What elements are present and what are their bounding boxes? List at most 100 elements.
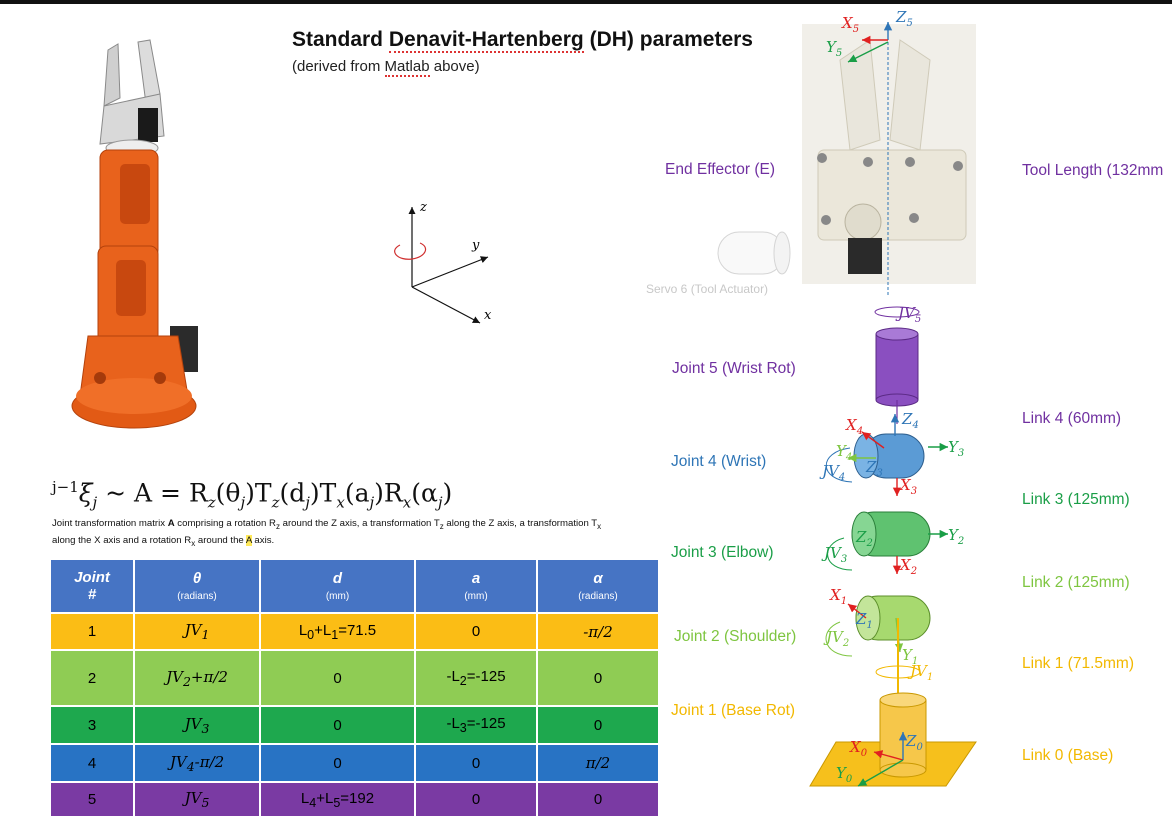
joint2-cylinder <box>855 595 931 641</box>
formula-sub-j2: j <box>305 493 310 512</box>
cell-joint: 1 <box>49 612 135 651</box>
header-a-unit: (mm) <box>464 591 488 602</box>
header-a: a (mm) <box>414 558 538 614</box>
formula-sub-j1: j <box>240 493 246 512</box>
label-joint5: Joint 5 (Wrist Rot) <box>672 360 796 377</box>
formula-lhs-sup: j−1 <box>52 478 79 496</box>
svg-text:Z5: Z5 <box>895 8 913 29</box>
svg-text:Y3: Y3 <box>948 438 964 459</box>
a-sub: 2 <box>459 674 467 688</box>
note-part6: around the <box>195 534 246 546</box>
gripper-shape <box>99 39 165 157</box>
note-part2: comprising a rotation R <box>174 518 276 529</box>
cell-a: -L3=-125 <box>414 705 538 745</box>
a-pre: -L <box>446 715 460 732</box>
cell-a: 0 <box>414 612 538 651</box>
formula-lhs-sub: j <box>92 493 98 512</box>
label-link4: Link 4 (60mm) <box>1022 410 1122 427</box>
theta-jv: JV <box>184 789 202 807</box>
theta-sub: 4 <box>186 758 195 774</box>
a-suffix: =-125 <box>466 715 506 732</box>
note-sub-z1: z <box>275 521 280 531</box>
header-alpha-unit: (radians) <box>578 591 618 602</box>
header-theta-label: θ <box>192 570 202 587</box>
d-l: L <box>300 789 310 807</box>
svg-text:JV2: JV2 <box>823 628 849 649</box>
dh-formula: j−1ξj ~ A = Rz(θj)Tz(dj)Tx(aj)Rx(αj) <box>52 478 452 511</box>
formula-rhs-4: (d <box>279 478 306 508</box>
header-a-label: a <box>471 570 481 587</box>
note-bold-a: A <box>167 518 175 529</box>
theta-jv: JV <box>184 714 202 733</box>
cell-joint: 4 <box>49 743 135 783</box>
cell-alpha: π/2 <box>536 743 660 783</box>
svg-text:JV1: JV1 <box>907 662 933 683</box>
theta-sub: 1 <box>201 627 210 642</box>
formula-rhs-3: )T <box>245 478 272 508</box>
svg-text:Z3: Z3 <box>865 458 883 479</box>
theta-jv: JV <box>169 752 187 771</box>
header-d: d(mm) <box>259 558 416 614</box>
a-pre: -L <box>446 668 460 685</box>
a-sub: 3 <box>459 721 467 735</box>
table-row: 4 JV4-π/2 0 0 π/2 <box>49 743 660 783</box>
header-alpha: α(radians) <box>536 558 660 614</box>
cell-d: 0 <box>259 743 416 783</box>
d-sub0: 4 <box>309 795 317 810</box>
cell-d: L4+L5=192 <box>259 781 416 818</box>
theta-jv: JV <box>184 621 202 639</box>
label-tool-length: Tool Length (132mm <box>1022 162 1164 179</box>
note-highlight: A <box>245 534 252 546</box>
theta-suffix: +π/2 <box>190 667 228 686</box>
note-part7: axis. <box>251 534 275 546</box>
arm-links-shape <box>71 149 198 429</box>
formula-sub-x2: x <box>402 493 412 512</box>
formula-rhs-6: (a <box>344 478 370 508</box>
d-suffix: =71.5 <box>338 621 377 639</box>
cell-joint: 3 <box>49 705 135 745</box>
title-prefix: Standard <box>292 28 389 51</box>
theta-sub: 3 <box>201 720 210 736</box>
formula-rhs-8: (α <box>411 478 438 508</box>
label-joint2: Joint 2 (Shoulder) <box>674 628 797 645</box>
header-theta-unit: (radians) <box>177 591 217 602</box>
title-underlined-word: Denavit-Hartenberg <box>388 28 584 53</box>
svg-text:Y4: Y4 <box>836 442 852 463</box>
formula-note: Joint transformation matrix A comprising… <box>52 517 612 551</box>
header-theta: θ (radians) <box>133 558 261 614</box>
svg-text:X5: X5 <box>841 14 859 35</box>
svg-text:X4: X4 <box>845 416 863 437</box>
cell-theta: JV1 <box>133 612 261 651</box>
svg-text:Y2: Y2 <box>948 526 964 547</box>
formula-sub-j3: j <box>369 493 375 512</box>
svg-text:Y5: Y5 <box>826 38 842 59</box>
formula-lhs-xi: ξ <box>78 478 93 508</box>
cell-d: 0 <box>259 705 416 745</box>
formula-rhs-1: ~ A = R <box>97 478 208 508</box>
subtitle-suffix: above) <box>429 58 480 75</box>
table-header-row: Joint# θ(radians) d(mm) a(mm) α(radians) <box>49 558 660 614</box>
cell-theta: JV2+π/2 <box>133 649 261 707</box>
robot-arm-illustration <box>71 39 198 429</box>
note-sub-x1: x <box>597 521 602 531</box>
table-row: 2 JV2+π/2 0 -L2=-125 0 <box>49 649 660 707</box>
theta-jv: JV <box>166 667 183 686</box>
note-part4: along the Z axis, a transformation T <box>443 518 598 529</box>
cell-a: 0 <box>414 743 538 783</box>
table-row: 1 JV1 L0+L1=71.5 0 -π/2 <box>49 612 660 651</box>
svg-text:X2: X2 <box>899 556 917 577</box>
cell-alpha: 0 <box>536 649 660 707</box>
d-sub0: 0 <box>307 627 315 642</box>
cell-a: -L2=-125 <box>414 649 538 707</box>
svg-text:JV3: JV3 <box>821 544 847 565</box>
page-subtitle: (derived from Matlab above) <box>292 58 480 77</box>
theta-sub: 5 <box>201 795 210 810</box>
formula-sub-x: x <box>336 493 345 512</box>
label-end-effector: End Effector (E) <box>665 161 775 178</box>
table-row: 5 JV5 L4+L5=192 0 0 <box>49 781 660 818</box>
d-l: L <box>298 621 308 639</box>
servo6-shape <box>717 231 791 275</box>
cell-d: 0 <box>259 649 416 707</box>
y-axis-label: y <box>471 238 480 253</box>
label-joint1: Joint 1 (Base Rot) <box>671 702 796 719</box>
